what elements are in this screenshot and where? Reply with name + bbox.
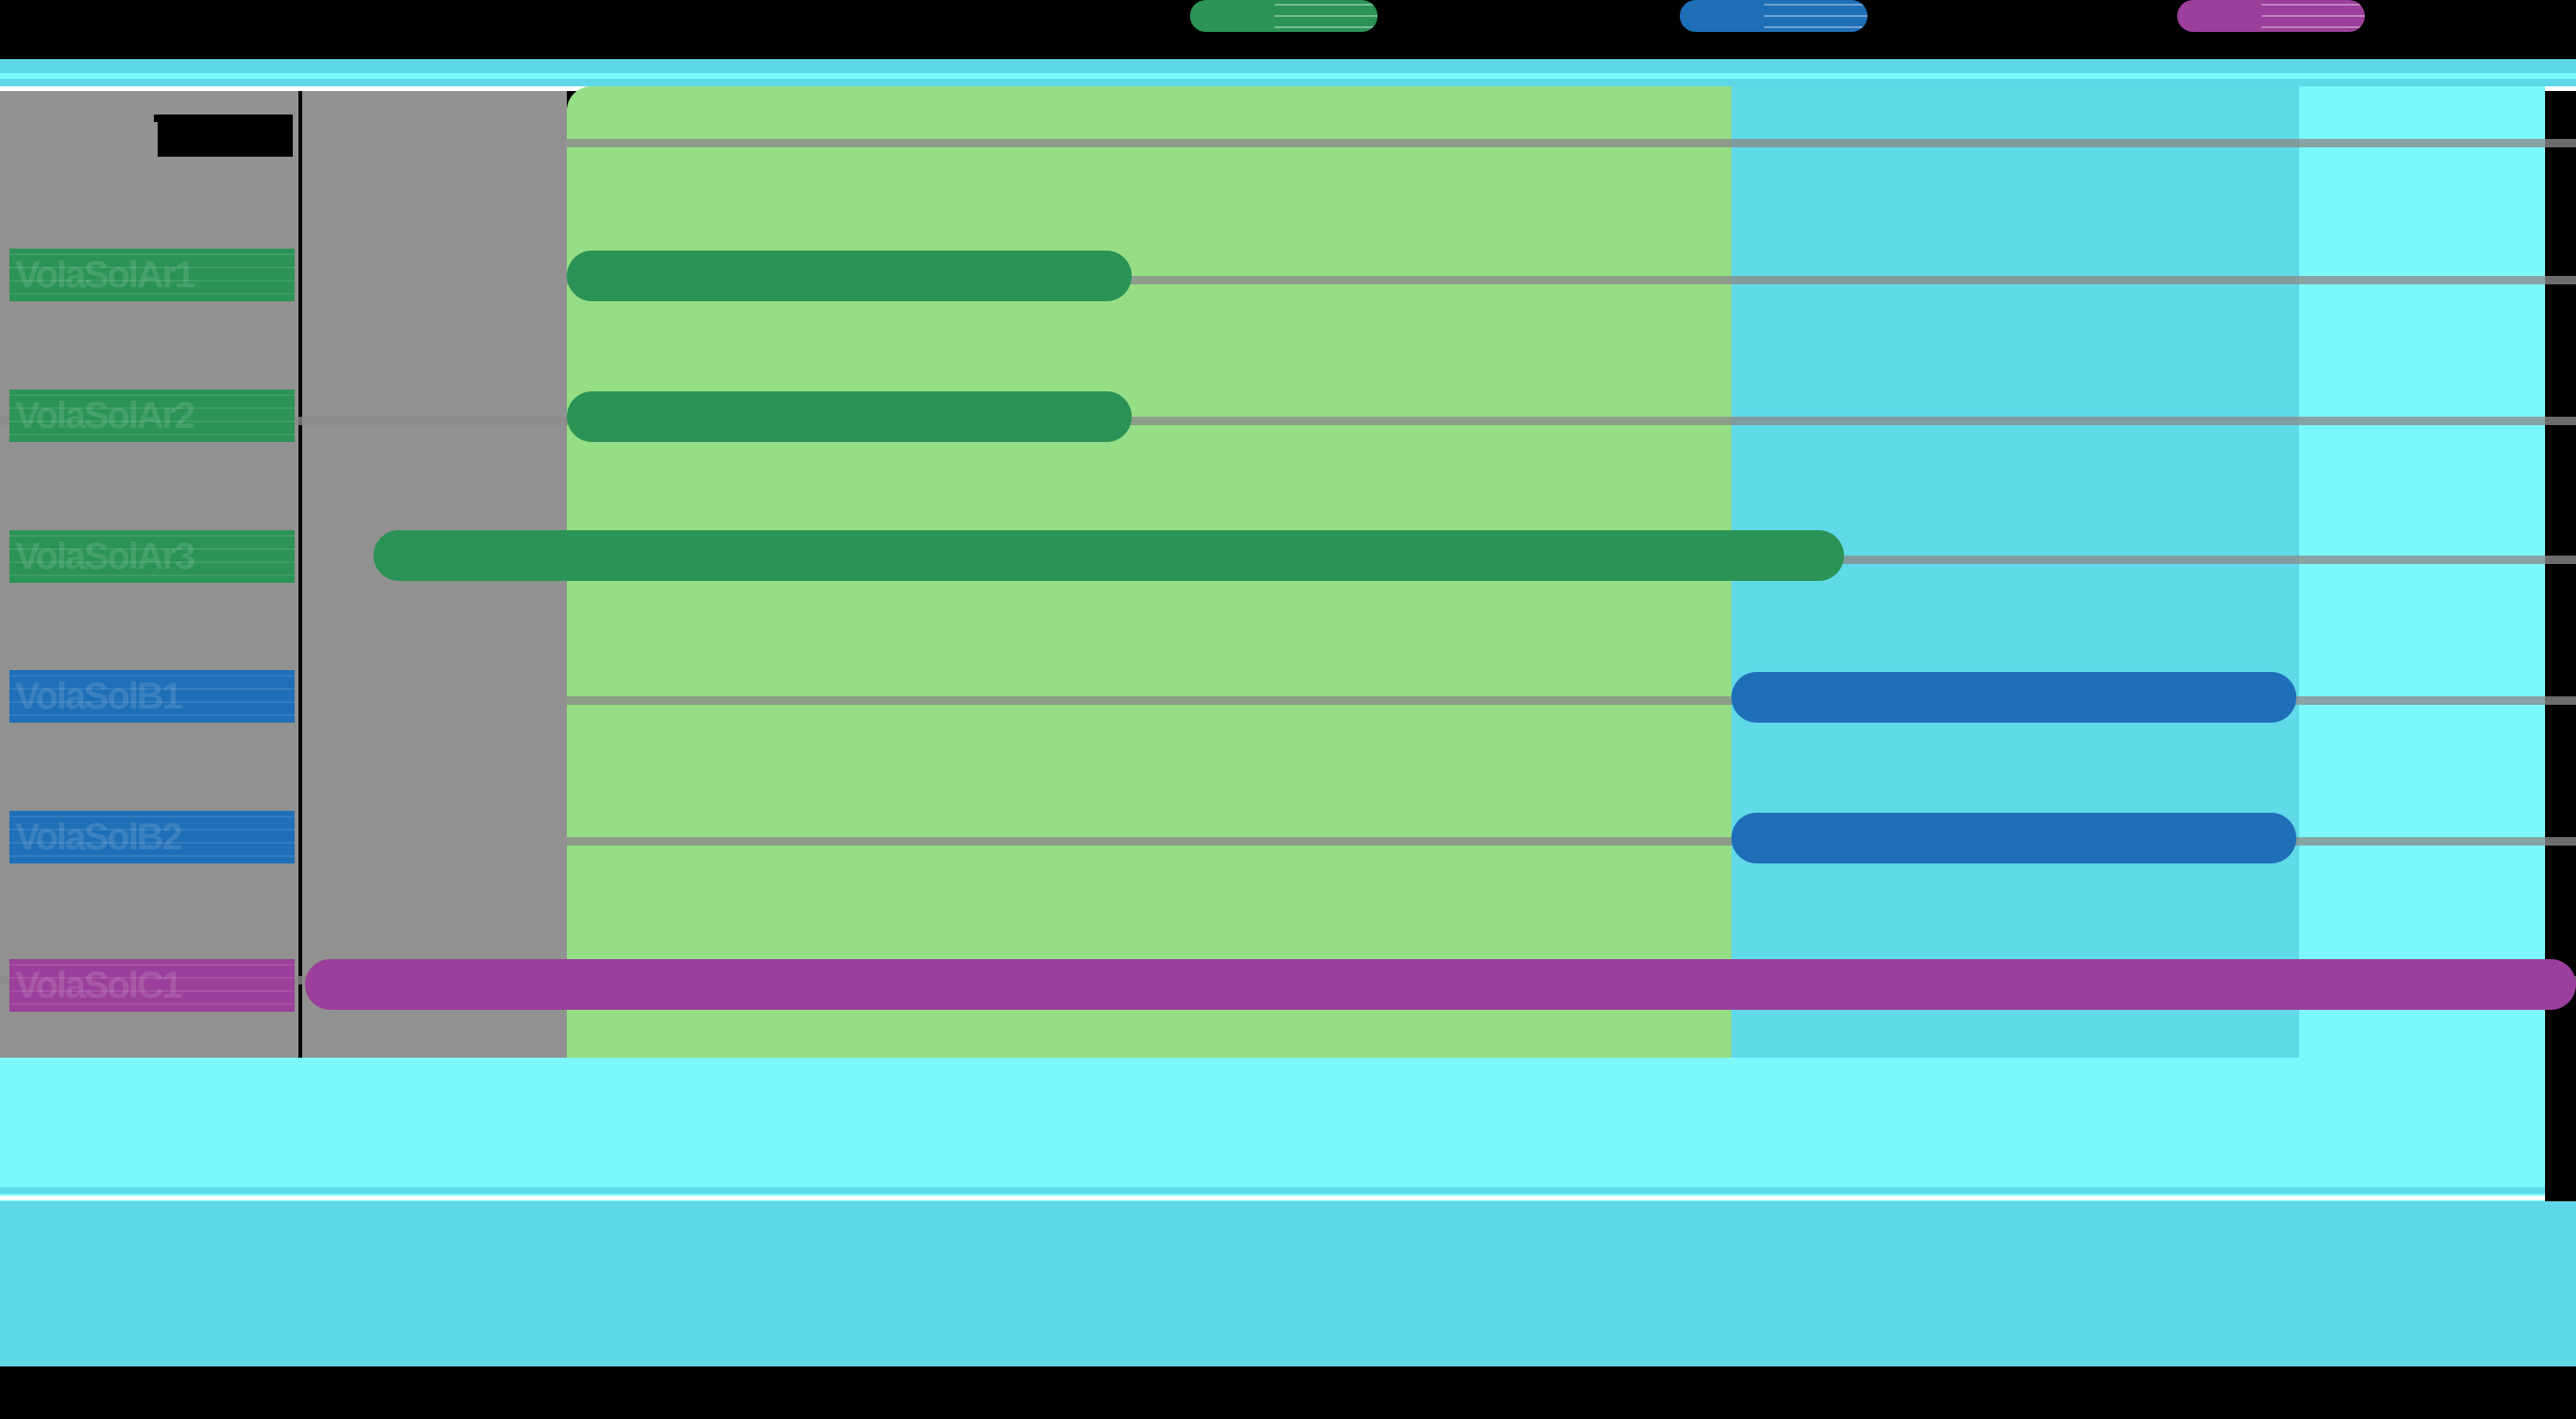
sidebar-item-2[interactable]: VolaSolAr2 (9, 389, 295, 442)
redaction-streaks (9, 811, 295, 863)
gridline (567, 696, 2576, 705)
gantt-bar[interactable] (373, 530, 1844, 581)
legend-label-redacted (1764, 0, 1867, 32)
legend-swatch-fill (1680, 0, 1867, 32)
sidebar-item-label: VolaSolAr1 (9, 249, 295, 301)
sidebar-item-6[interactable]: VolaSolC1 (9, 959, 295, 1012)
footer-light-band (0, 1058, 2545, 1201)
redaction-fill (9, 811, 295, 863)
sidebar-item-5[interactable]: VolaSolB2 (9, 811, 295, 863)
sidebar-item-4[interactable]: VolaSolB1 (9, 670, 295, 723)
legend-swatch-3[interactable] (2177, 0, 2365, 32)
sidebar-item-label: VolaSolB1 (9, 670, 295, 723)
gantt-bar[interactable] (305, 959, 2576, 1010)
gridline (567, 276, 2576, 284)
legend-swatch-2[interactable] (1680, 0, 1867, 32)
redaction-streaks (9, 670, 295, 723)
footer-band (0, 1201, 2576, 1366)
legend-swatch-1[interactable] (1190, 0, 1378, 32)
redaction-streaks (9, 530, 295, 583)
legend-label-redacted (1274, 0, 1378, 32)
redaction-fill (9, 959, 295, 1012)
gantt-bar[interactable] (1731, 813, 2296, 863)
redaction-streaks (9, 389, 295, 442)
top-strip-cyan-2 (0, 79, 2576, 86)
gridline (567, 139, 2576, 147)
gantt-bar[interactable] (567, 251, 1132, 301)
sidebar-item-label: VolaSolAr3 (9, 530, 295, 583)
gridline (567, 417, 2576, 425)
footer-line-white (0, 1196, 2545, 1200)
legend-swatch-fill (2177, 0, 2365, 32)
legend-swatch-fill (1190, 0, 1378, 32)
sidebar-item-1[interactable]: VolaSolAr1 (9, 249, 295, 301)
redaction-streaks (9, 249, 295, 301)
title-tick (154, 114, 169, 122)
session-band-3 (2299, 86, 2545, 1201)
legend-label-redacted (2262, 0, 2365, 32)
sidebar-item-label: VolaSolC1 (9, 959, 295, 1012)
gridline (567, 837, 2576, 846)
redaction-fill (9, 670, 295, 723)
top-strip-light (0, 73, 2576, 79)
gantt-bar[interactable] (567, 391, 1132, 442)
footer-line-cyan (0, 1187, 2545, 1194)
sidebar-item-3[interactable]: VolaSolAr3 (9, 530, 295, 583)
redaction-fill (9, 530, 295, 583)
redaction-fill (9, 249, 295, 301)
redaction-streaks (9, 959, 295, 1012)
sidebar-item-label: VolaSolAr2 (9, 389, 295, 442)
gantt-bar[interactable] (1731, 672, 2296, 723)
sidebar-item-label: VolaSolB2 (9, 811, 295, 863)
page-title (154, 114, 293, 157)
redaction-fill (9, 389, 295, 442)
top-strip-cyan (0, 59, 2576, 73)
session-band-2 (1731, 86, 2299, 1201)
